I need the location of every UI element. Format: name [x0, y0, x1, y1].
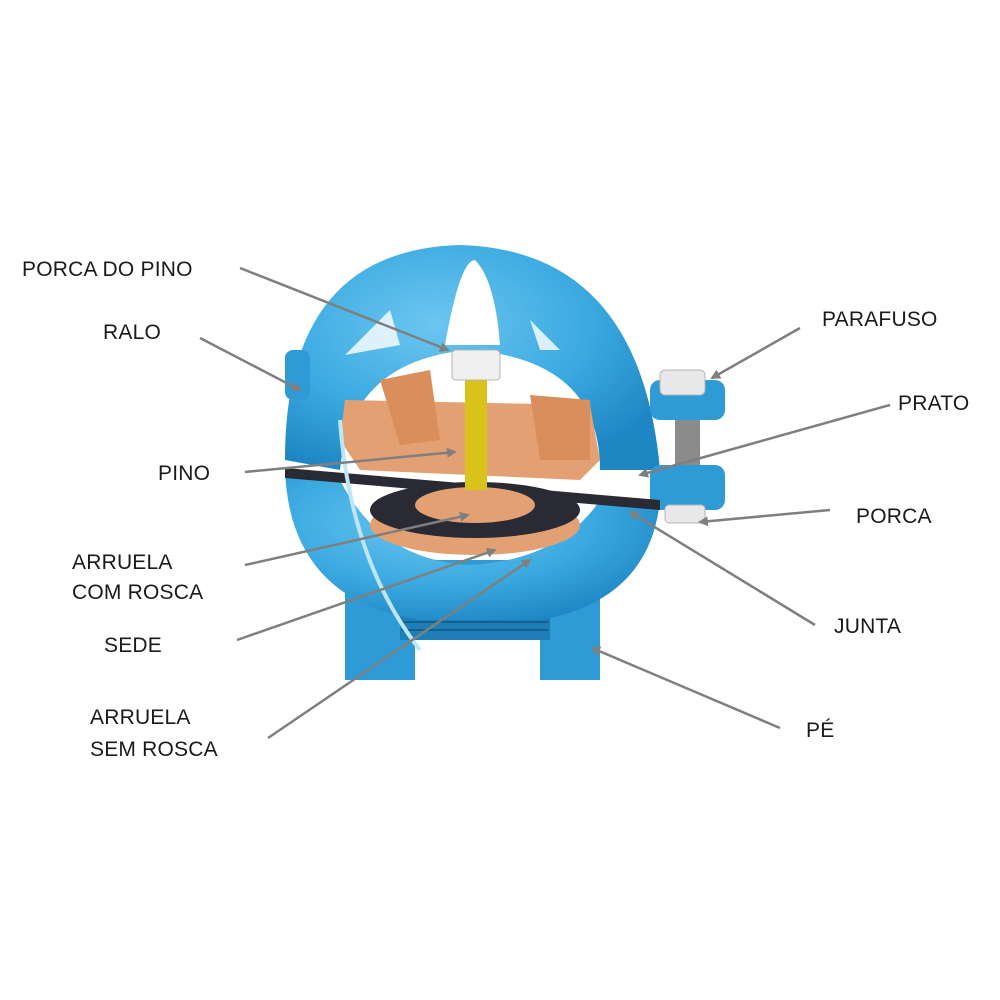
leader-junta: [628, 510, 816, 627]
leader-porca-do-pino: [239, 266, 450, 352]
label-pino: PINO: [158, 462, 211, 485]
leader-prato: [638, 403, 891, 478]
leader-pe: [590, 646, 781, 730]
label-porca-do-pino: PORCA DO PINO: [22, 258, 193, 281]
label-porca: PORCA: [856, 505, 932, 528]
leader-sede: [236, 547, 497, 642]
label-prato: PRATO: [898, 392, 970, 415]
leader-lines: [199, 266, 891, 740]
label-arruela-sem-rosca-line2: SEM ROSCA: [90, 738, 218, 761]
label-ralo: RALO: [103, 321, 161, 344]
label-parafuso: PARAFUSO: [822, 308, 938, 331]
valve-body: [285, 245, 725, 680]
label-junta: JUNTA: [834, 615, 902, 638]
leader-pino: [244, 447, 457, 474]
leader-parafuso: [710, 326, 801, 380]
leader-ralo: [199, 336, 302, 392]
label-arruela-com-rosca-line1: ARRUELA: [72, 551, 173, 574]
label-pe: PÉ: [806, 719, 835, 742]
label-sede: SEDE: [104, 634, 162, 657]
leader-arruela-com-rosca: [244, 511, 470, 567]
label-arruela-com-rosca-line2: COM ROSCA: [72, 581, 204, 604]
leader-porca: [698, 508, 831, 527]
leader-arruela-sem-rosca: [267, 558, 532, 740]
label-arruela-sem-rosca-line1: ARRUELA: [90, 706, 191, 729]
